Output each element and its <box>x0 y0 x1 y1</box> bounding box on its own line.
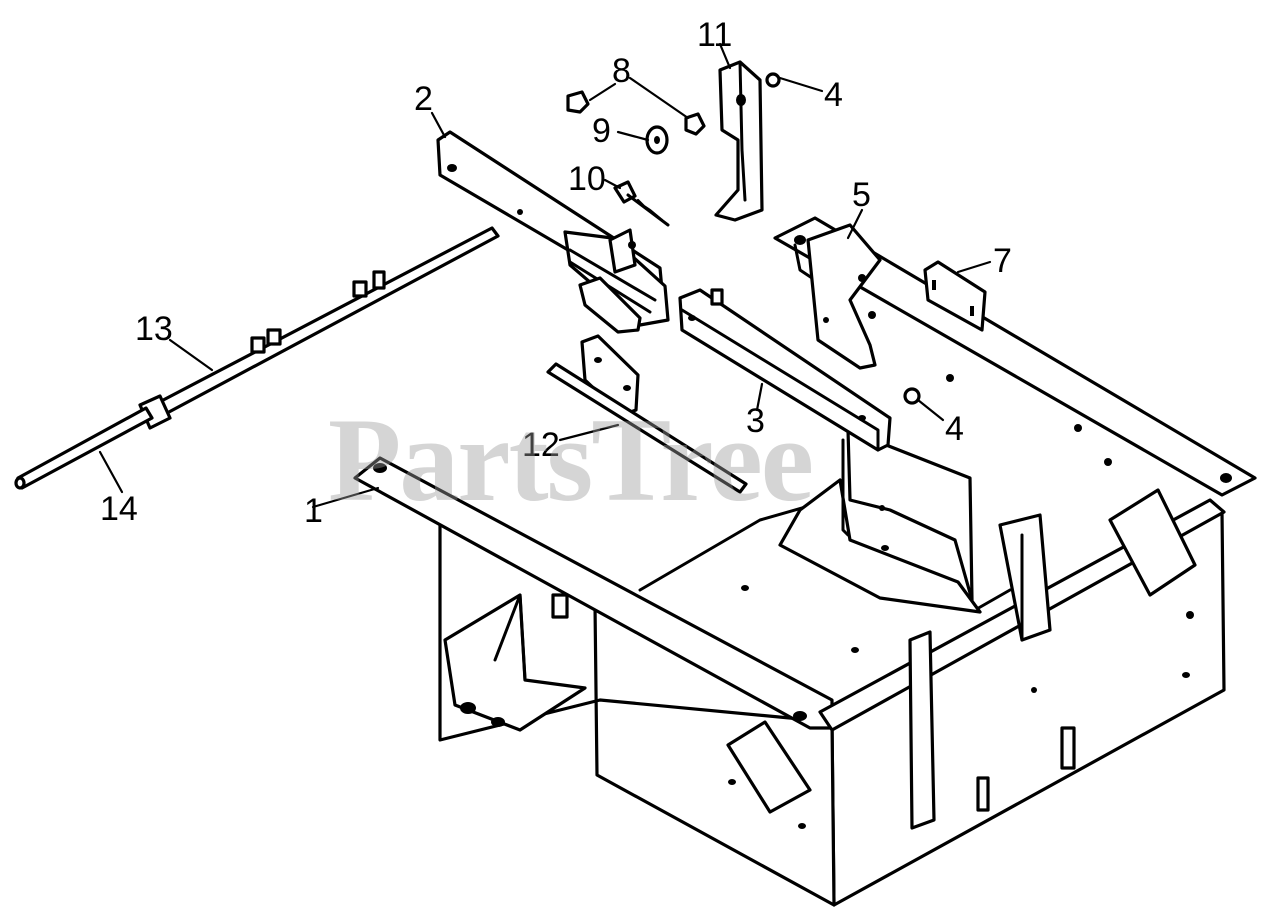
callout-10: 10 <box>568 160 606 198</box>
bracket-hole-c <box>628 241 636 249</box>
frame-upright-front <box>908 630 936 830</box>
frame-back-plate <box>773 216 1257 497</box>
plate-7-hole-b <box>970 306 974 316</box>
part-3-bar <box>678 288 892 452</box>
plate-7-hole-a <box>932 280 936 290</box>
part-12-rod <box>546 334 748 494</box>
callout-13: 13 <box>135 310 173 348</box>
callout-9: 9 <box>592 112 611 150</box>
bolt-10-thread <box>636 198 664 222</box>
cam-hole-a <box>858 274 866 282</box>
callout-1: 1 <box>304 492 323 530</box>
rod-12-bracket <box>580 334 640 417</box>
frame-left-panel <box>438 520 836 907</box>
part-2-bracket <box>436 130 670 334</box>
frame-tab-front <box>1060 726 1076 770</box>
bracket-tab <box>608 228 637 274</box>
cam-plate-body <box>806 223 882 370</box>
shaft-13-body <box>146 226 500 422</box>
shaft-14-end <box>14 476 26 490</box>
bracket-lower-foot <box>578 276 642 334</box>
part-11-hook <box>714 60 764 222</box>
bracket-hole-b <box>517 209 523 215</box>
bracket-hole-a <box>447 164 457 172</box>
callout-3: 3 <box>746 402 765 440</box>
frame-slot-front <box>726 720 812 814</box>
frame-cable <box>841 438 850 537</box>
cam-hole-c <box>823 317 829 323</box>
frame-slot-right <box>1108 488 1197 597</box>
callout-7: 7 <box>993 242 1012 280</box>
frame-holes <box>373 235 1232 829</box>
callout-4-lower: 4 <box>945 410 964 448</box>
part-13-14-shaft <box>14 226 500 490</box>
rod-12-bar <box>546 362 748 494</box>
frame-upright-right <box>998 513 1052 642</box>
rod-12-hole-b <box>623 385 631 391</box>
bar-edge <box>680 308 880 452</box>
shaft-14-rod <box>16 406 154 490</box>
bar-body <box>678 288 892 452</box>
watermark-text: PartsTree <box>328 393 812 526</box>
frame-center-panel <box>846 428 974 602</box>
hook-body <box>714 60 764 222</box>
bar-hole-a <box>688 315 696 321</box>
frame-gusset-fold <box>493 593 527 682</box>
nut-4-lower <box>903 387 921 405</box>
callout-4-top: 4 <box>824 76 843 114</box>
nut-8-left <box>566 90 590 114</box>
nut-8-right <box>684 112 706 136</box>
part-5-cam-plate <box>806 223 882 370</box>
washer-9-hole <box>654 136 660 144</box>
nut-4-top <box>765 72 781 88</box>
cam-hole-b <box>868 311 876 319</box>
callout-5: 5 <box>852 176 871 214</box>
callout-labels: 1 2 3 4 4 5 7 8 9 10 11 12 13 14 <box>100 16 1012 530</box>
leader-lines <box>98 42 992 509</box>
rod-12-hole-a <box>594 357 602 363</box>
callout-12: 12 <box>522 426 560 464</box>
hook-hole <box>736 94 746 106</box>
callout-8: 8 <box>612 52 631 90</box>
frame-tab-left <box>551 593 569 619</box>
frame-floor-right <box>973 588 1012 612</box>
callout-14: 14 <box>100 490 138 528</box>
part-7-plate <box>923 260 987 332</box>
shaft-fittings <box>250 270 386 354</box>
hook-edge <box>738 60 747 202</box>
bracket-clamp-line-a <box>568 248 657 302</box>
bar-tab <box>710 288 724 306</box>
callout-11: 11 <box>697 16 732 54</box>
frame-assembly <box>353 216 1257 907</box>
bar-hole-b <box>858 415 866 421</box>
callout-2: 2 <box>414 80 433 118</box>
frame-tab-slot <box>976 776 990 812</box>
hardware <box>566 72 921 405</box>
